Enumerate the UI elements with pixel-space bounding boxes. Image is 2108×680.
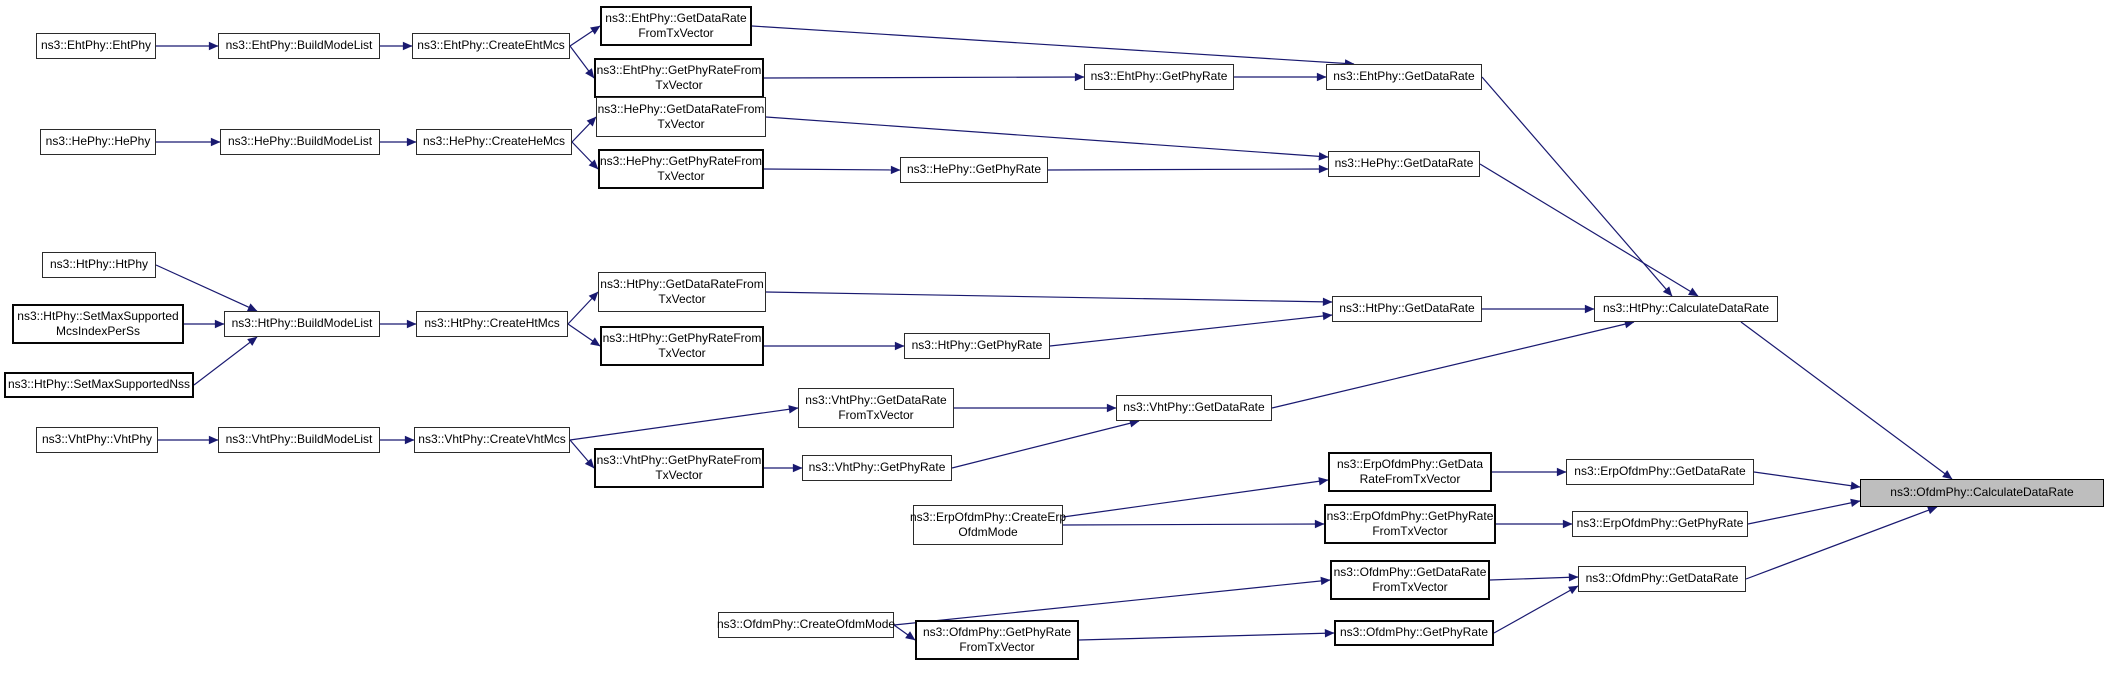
graph-node-ht_setnss[interactable]: ns3::HtPhy::SetMaxSupportedNss xyxy=(4,372,194,398)
call-edge-he_gprftv-to-he_gpr xyxy=(763,165,901,175)
graph-node-e_ctor[interactable]: ns3::EhtPhy::EhtPhy xyxy=(36,33,156,59)
call-edge-vht_gdr-to-ht_calc xyxy=(1271,319,1635,409)
call-edge-ht_create-to-ht_gprftv xyxy=(567,323,601,347)
graph-node-ht_setmcs[interactable]: ns3::HtPhy::SetMaxSupported McsIndexPerS… xyxy=(12,304,184,344)
graph-node-vht_gpr[interactable]: ns3::VhtPhy::GetPhyRate xyxy=(802,455,952,481)
call-edge-erp_create-to-erp_gdrftv xyxy=(1062,477,1329,518)
call-edge-e_gdrftv-to-e_gdr xyxy=(751,25,1355,68)
graph-node-erp_gdr[interactable]: ns3::ErpOfdmPhy::GetDataRate xyxy=(1566,459,1754,485)
graph-node-e_create[interactable]: ns3::EhtPhy::CreateEhtMcs xyxy=(412,33,570,59)
graph-node-ofdm_gpr[interactable]: ns3::OfdmPhy::GetPhyRate xyxy=(1334,620,1494,646)
graph-node-ht_create[interactable]: ns3::HtPhy::CreateHtMcs xyxy=(416,311,568,337)
call-edge-e_create-to-e_gprftv xyxy=(569,45,595,79)
call-edge-ht_setnss-to-ht_build xyxy=(193,336,258,386)
graph-node-ht_gprftv[interactable]: ns3::HtPhy::GetPhyRateFrom TxVector xyxy=(600,326,764,366)
graph-node-vht_ctor[interactable]: ns3::VhtPhy::VhtPhy xyxy=(36,427,158,453)
graph-node-gray: ns3::OfdmPhy::CalculateDataRate xyxy=(1860,479,2104,507)
call-edge-e_gdr-to-ht_calc xyxy=(1481,76,1673,297)
graph-node-erp_gprftv[interactable]: ns3::ErpOfdmPhy::GetPhyRate FromTxVector xyxy=(1324,504,1496,544)
call-edge-ofdm_gprftv-to-ofdm_gpr xyxy=(1078,629,1335,641)
call-edge-ofdm_gdr-to-gray xyxy=(1745,506,1938,580)
graph-node-ht_ctor[interactable]: ns3::HtPhy::HtPhy xyxy=(42,252,156,278)
graph-node-ht_calc[interactable]: ns3::HtPhy::CalculateDataRate xyxy=(1594,296,1778,322)
graph-node-ofdm_gdr[interactable]: ns3::OfdmPhy::GetDataRate xyxy=(1578,566,1746,592)
call-edge-vht_create-to-vht_gdrftv xyxy=(569,405,799,441)
call-edge-ofdm_gpr-to-ofdm_gdr xyxy=(1493,585,1579,634)
graph-node-he_gdr[interactable]: ns3::HePhy::GetDataRate xyxy=(1328,151,1480,177)
call-edge-ofdm_create-to-ofdm_gdrftv xyxy=(893,576,1331,626)
call-edge-he_gpr-to-he_gdr xyxy=(1047,164,1329,174)
graph-node-he_ctor[interactable]: ns3::HePhy::HePhy xyxy=(40,129,156,155)
graph-node-vht_gdrftv[interactable]: ns3::VhtPhy::GetDataRate FromTxVector xyxy=(798,388,954,428)
graph-node-ht_gdrftv[interactable]: ns3::HtPhy::GetDataRateFrom TxVector xyxy=(598,272,766,312)
graph-node-ht_gdr[interactable]: ns3::HtPhy::GetDataRate xyxy=(1332,296,1482,322)
call-edge-he_create-to-he_gprftv xyxy=(571,141,599,170)
call-edge-he_gdrftv-to-he_gdr xyxy=(765,116,1329,161)
graph-node-vht_build[interactable]: ns3::VhtPhy::BuildModeList xyxy=(218,427,380,453)
graph-node-e_build[interactable]: ns3::EhtPhy::BuildModeList xyxy=(218,33,380,59)
graph-node-ofdm_create[interactable]: ns3::OfdmPhy::CreateOfdmMode xyxy=(717,612,895,638)
graph-node-ht_build[interactable]: ns3::HtPhy::BuildModeList xyxy=(224,311,380,337)
call-edge-ofdm_gdrftv-to-ofdm_gdr xyxy=(1489,573,1579,582)
call-edge-ht_gdrftv-to-ht_gdr xyxy=(765,291,1333,307)
call-edge-he_gdr-to-ht_calc xyxy=(1479,163,1699,297)
call-edge-ht_ctor-to-ht_build xyxy=(155,264,258,312)
graph-node-he_gdrftv[interactable]: ns3::HePhy::GetDataRateFrom TxVector xyxy=(596,97,766,137)
graph-node-ofdm_gdrftv[interactable]: ns3::OfdmPhy::GetDataRate FromTxVector xyxy=(1330,560,1490,600)
graph-node-erp_gpr[interactable]: ns3::ErpOfdmPhy::GetPhyRate xyxy=(1572,511,1748,537)
graph-node-he_gpr[interactable]: ns3::HePhy::GetPhyRate xyxy=(900,157,1048,183)
call-edge-erp_create-to-erp_gprftv xyxy=(1062,519,1325,529)
graph-node-erp_gdrftv[interactable]: ns3::ErpOfdmPhy::GetData RateFromTxVecto… xyxy=(1328,452,1492,492)
call-edge-ht_gpr-to-ht_gdr xyxy=(1049,311,1333,347)
call-edge-e_gprftv-to-e_gpr xyxy=(763,72,1085,82)
call-edge-vht_gpr-to-vht_gdr xyxy=(951,419,1140,469)
graph-node-e_gdrftv[interactable]: ns3::EhtPhy::GetDataRate FromTxVector xyxy=(600,6,752,46)
graph-node-vht_gprftv[interactable]: ns3::VhtPhy::GetPhyRateFrom TxVector xyxy=(594,448,764,488)
call-edge-he_create-to-he_gdrftv xyxy=(571,116,597,143)
call-edge-erp_gdr-to-gray xyxy=(1753,471,1861,490)
call-edge-ofdm_create-to-ofdm_gprftv xyxy=(893,624,916,641)
graph-node-erp_create[interactable]: ns3::ErpOfdmPhy::CreateErp OfdmMode xyxy=(910,505,1066,545)
graph-node-vht_gdr[interactable]: ns3::VhtPhy::GetDataRate xyxy=(1116,395,1272,421)
call-edge-ht_create-to-ht_gdrftv xyxy=(567,291,599,325)
graph-node-he_gprftv[interactable]: ns3::HePhy::GetPhyRateFrom TxVector xyxy=(598,149,764,189)
graph-node-he_create[interactable]: ns3::HePhy::CreateHeMcs xyxy=(416,129,572,155)
call-edge-ht_calc-to-gray xyxy=(1740,321,1953,480)
graph-node-e_gprftv[interactable]: ns3::EhtPhy::GetPhyRateFrom TxVector xyxy=(594,58,764,98)
graph-node-ht_gpr[interactable]: ns3::HtPhy::GetPhyRate xyxy=(904,333,1050,359)
call-edge-vht_create-to-vht_gprftv xyxy=(569,439,595,469)
graph-node-e_gpr[interactable]: ns3::EhtPhy::GetPhyRate xyxy=(1084,64,1234,90)
call-edge-e_create-to-e_gdrftv xyxy=(569,25,601,47)
call-edge-erp_gpr-to-gray xyxy=(1747,498,1861,525)
graph-node-he_build[interactable]: ns3::HePhy::BuildModeList xyxy=(220,129,380,155)
graph-node-ofdm_gprftv[interactable]: ns3::OfdmPhy::GetPhyRate FromTxVector xyxy=(915,620,1079,660)
graph-node-e_gdr[interactable]: ns3::EhtPhy::GetDataRate xyxy=(1326,64,1482,90)
graph-node-vht_create[interactable]: ns3::VhtPhy::CreateVhtMcs xyxy=(414,427,570,453)
